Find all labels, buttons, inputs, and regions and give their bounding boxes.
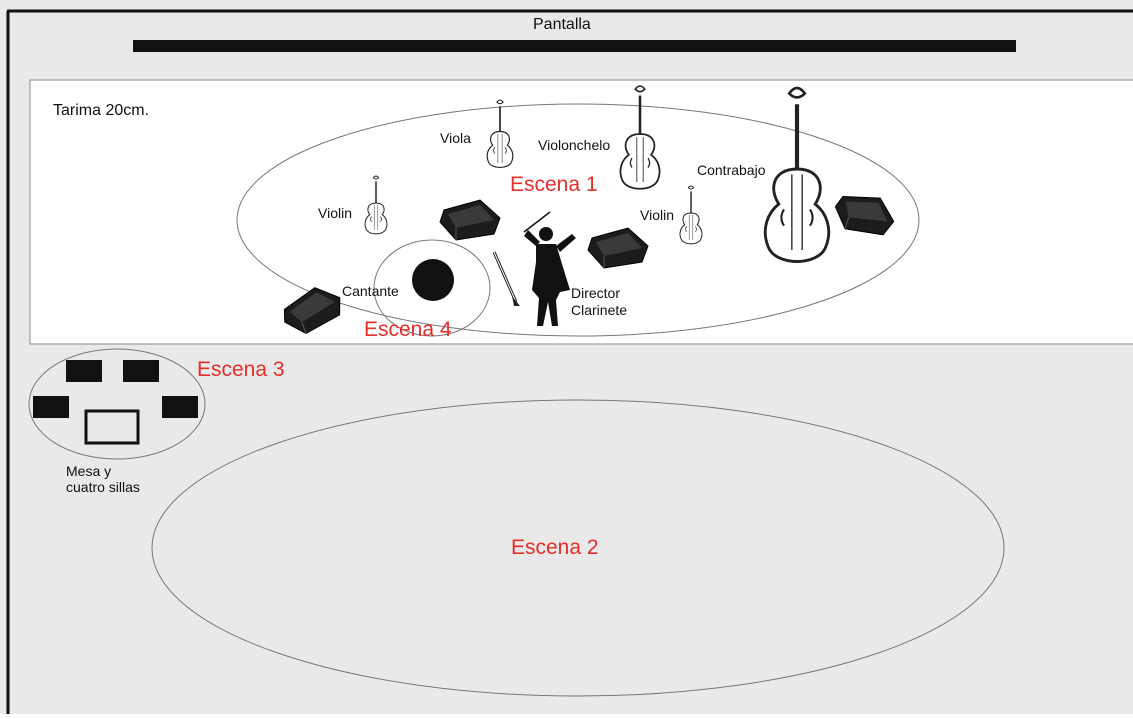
singer-position (412, 259, 454, 301)
director-label: Director (571, 285, 621, 301)
scene-1-ellipse (236, 103, 920, 337)
scene-1-label: Escena 1 (510, 173, 598, 196)
scene-3-label: Escena 3 (197, 358, 285, 381)
scene-4-label: Escena 4 (364, 318, 452, 341)
scene-3-ellipse (28, 348, 206, 460)
conductor-icon (523, 211, 576, 326)
table-label-line2: cuatro sillas (66, 479, 140, 495)
screen-bar (133, 40, 1016, 52)
chair (123, 360, 159, 382)
violin-left-label: Violin (318, 205, 352, 221)
chair (162, 396, 198, 418)
cello-label: Violonchelo (538, 137, 611, 153)
violin-right-label: Violin (640, 207, 674, 223)
viola-label: Viola (440, 130, 471, 146)
scene-2-ellipse (151, 399, 1005, 697)
screen-label: Pantalla (533, 16, 591, 33)
platform-area (29, 79, 1133, 345)
chair (33, 396, 69, 418)
platform-label: Tarima 20cm. (53, 102, 150, 119)
table (84, 409, 140, 445)
scene-2-label: Escena 2 (511, 536, 599, 559)
singer-label: Cantante (342, 283, 399, 299)
double-bass-label: Contrabajo (697, 162, 766, 178)
clarinet-label: Clarinete (571, 302, 628, 318)
chair (66, 360, 102, 382)
table-label-line1: Mesa y (66, 463, 112, 479)
scene-4-ellipse (373, 239, 491, 337)
clarinet-icon (492, 251, 520, 306)
